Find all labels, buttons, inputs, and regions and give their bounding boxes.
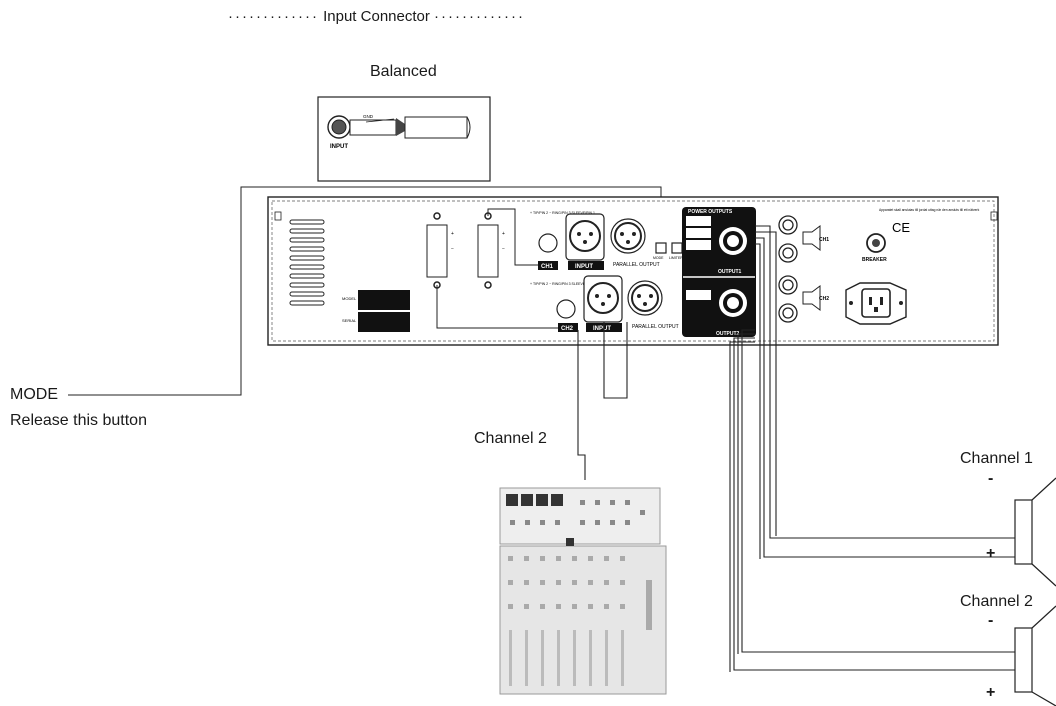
- ce-mark: CE: [892, 220, 910, 235]
- amplifier-rear-panel: MODEL SERIAL +− +− CH1 CH2 + TIP/PIN 2 −…: [267, 196, 999, 346]
- xlr-parallel-output-ch1: PARALLEL OUTPUT: [610, 218, 660, 268]
- svg-text:−: −: [451, 246, 454, 252]
- xlr-parallel-output-ch2: PARALLEL OUTPUT: [627, 280, 679, 330]
- level-control-ch1: +−: [477, 212, 505, 289]
- post-ch1-label: CH1: [819, 237, 829, 243]
- output1-label: OUTPUT1: [718, 269, 742, 275]
- speaker-cables: [729, 225, 1015, 672]
- speaker-channel-1: [1014, 477, 1056, 587]
- mode-note: Release this button: [10, 412, 147, 429]
- speaker-1-label: Channel 1: [960, 450, 1033, 467]
- power-outputs-block: POWER OUTPUTS OUTPUT1 OUTPUT2: [682, 207, 756, 337]
- mode-small-label: MODE: [653, 256, 664, 260]
- mode-label: MODE: [10, 386, 58, 403]
- trs-jack-ch1: [538, 233, 558, 253]
- power-inlet: [845, 282, 907, 325]
- header-title: Input Connector: [323, 8, 430, 25]
- balanced-input-label: INPUT: [330, 144, 348, 150]
- mixer-console: [499, 487, 667, 695]
- breaker-label: BREAKER: [862, 257, 887, 263]
- level-control-ch2: +−: [426, 212, 454, 289]
- mode-switch[interactable]: [655, 242, 667, 254]
- svg-text:−: −: [502, 246, 505, 252]
- ch2-tag: [558, 323, 578, 332]
- trs-jack-ch2: [556, 299, 576, 319]
- ch1-tag: [538, 261, 558, 270]
- vent-slots: [289, 219, 325, 306]
- ch2-tag-text: CH2: [561, 326, 574, 332]
- serial-label: SERIAL: [342, 318, 357, 323]
- speaker-2-minus: -: [988, 612, 994, 629]
- speaker-2-label: Channel 2: [960, 593, 1033, 610]
- serial-plate: [358, 312, 410, 332]
- tip-ring-label-ch2: + TIP/PIN 2 − RING/PIN 3 SLEEVE/PIN 1: [530, 282, 595, 286]
- mixer-channel-label: Channel 2: [474, 430, 547, 447]
- svg-text:+: +: [502, 231, 505, 237]
- tip-ring-label-ch1: + TIP/PIN 2 − RING/PIN 3 SLEEVE/PIN 1: [530, 211, 595, 215]
- balanced-label: Balanced: [370, 63, 437, 80]
- input-connector-header: ············· Input Connector ··········…: [228, 8, 525, 25]
- xlr-input-ch1: INPUT: [565, 213, 605, 270]
- ch1-tag-text: CH1: [541, 264, 554, 270]
- balanced-connector-box: GND INPUT: [317, 96, 491, 182]
- limiter-small-label: LIMITER: [669, 256, 683, 260]
- gnd-label: GND: [363, 114, 374, 119]
- model-label: MODEL: [342, 296, 357, 301]
- power-outputs-label: POWER OUTPUTS: [688, 209, 733, 215]
- speaker-1-plus: +: [986, 545, 996, 562]
- parallel-output-label-ch1: PARALLEL OUTPUT: [613, 262, 660, 268]
- speaker-1-minus: -: [988, 470, 994, 487]
- binding-posts: [778, 215, 798, 323]
- speaker-2-plus: +: [986, 684, 996, 701]
- input-cables: [577, 322, 628, 480]
- output2-label: OUTPUT2: [716, 331, 740, 337]
- post-ch2-label: CH2: [819, 296, 829, 302]
- xlr-input-ch2: INPUT: [583, 275, 623, 332]
- input-label-ch1: INPUT: [575, 264, 593, 270]
- svg-text:+: +: [451, 231, 454, 237]
- warning-text: Apparatet skall anslutas till jordat utt…: [879, 208, 980, 212]
- parallel-output-label-ch2: PARALLEL OUTPUT: [632, 324, 679, 330]
- limiter-switch[interactable]: [671, 242, 683, 254]
- input-label-ch2: INPUT: [593, 326, 611, 332]
- model-plate: [358, 290, 410, 310]
- speaker-channel-2: [1014, 605, 1056, 706]
